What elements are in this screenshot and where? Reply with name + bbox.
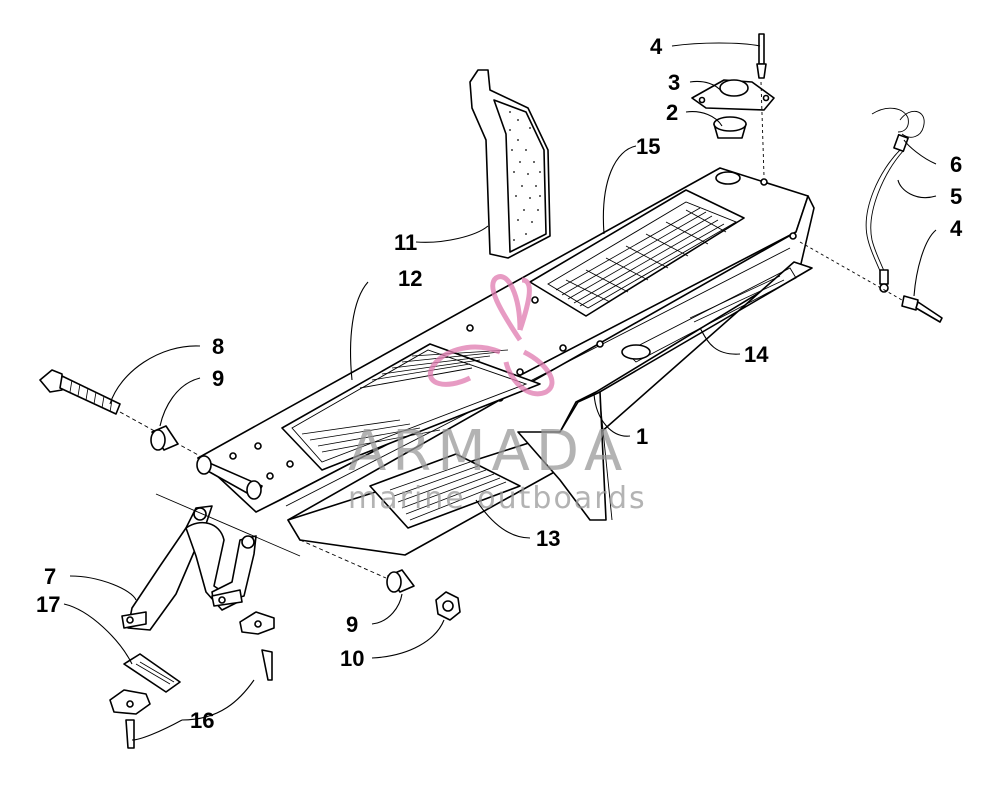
leader-lines — [63, 42, 937, 741]
armada-watermark: ARMADA marine outboards — [348, 274, 647, 516]
decal-part-12 — [281, 343, 541, 471]
watermark-brand: ARMADA — [348, 419, 628, 484]
callout-3: 3 — [668, 70, 680, 95]
callout-7: 7 — [44, 564, 56, 589]
callout-17: 17 — [36, 592, 60, 617]
callout-9-lower: 9 — [346, 612, 358, 637]
callout-9-upper: 9 — [212, 366, 224, 391]
callout-5: 5 — [950, 184, 962, 209]
grommet-part-2 — [713, 116, 747, 139]
nut-part-10 — [435, 591, 461, 621]
callout-4-right: 4 — [950, 216, 963, 241]
bolt-part-8 — [39, 369, 201, 457]
tether-cord-part-5 — [865, 149, 905, 293]
callout-16: 16 — [190, 708, 214, 733]
decal-part-14 — [621, 267, 797, 363]
callout-4-top: 4 — [650, 34, 663, 59]
watermark-logo-icon — [427, 274, 555, 397]
rivet-washer-part-16 — [109, 611, 275, 749]
suspension-arm-part-7 — [121, 493, 301, 631]
callout-1: 1 — [636, 424, 648, 449]
decal-part-15 — [529, 189, 745, 317]
callout-15: 15 — [636, 134, 660, 159]
callout-14: 14 — [744, 342, 769, 367]
grip-texture — [509, 111, 541, 241]
decal-part-13 — [369, 453, 521, 529]
callout-2: 2 — [666, 100, 678, 125]
callout-6: 6 — [950, 152, 962, 177]
wear-strip-part-17 — [123, 653, 181, 693]
pin-part-4-top — [756, 33, 767, 177]
callout-11: 11 — [394, 230, 417, 255]
mount-plate-part-3 — [691, 79, 775, 111]
callout-10: 10 — [340, 646, 364, 671]
callout-13: 13 — [536, 526, 560, 551]
lanyard-clip-part-6 — [871, 107, 925, 153]
callout-12: 12 — [398, 266, 422, 291]
grip-pad-part-11 — [469, 69, 551, 259]
callout-8: 8 — [212, 334, 224, 359]
bushing-part-9-lower — [299, 539, 415, 593]
bushing-part-9-upper — [150, 425, 179, 451]
watermark-tagline: marine outboards — [348, 481, 647, 516]
callout-numbers: 4 3 2 15 6 5 4 11 12 14 8 9 1 13 7 17 9 … — [36, 34, 963, 733]
pin-part-4-right — [799, 241, 943, 323]
